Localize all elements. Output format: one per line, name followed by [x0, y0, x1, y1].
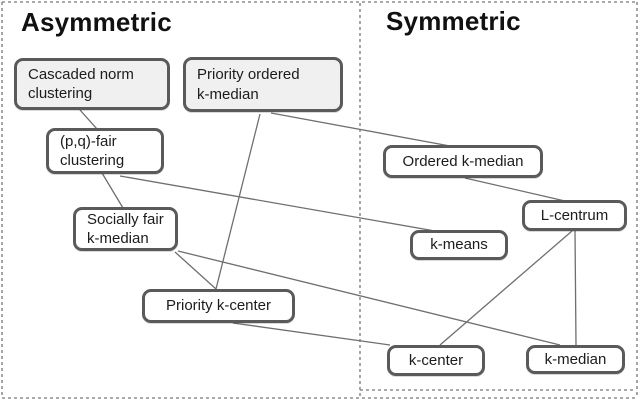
edge-ordered-k-median--l-centrum [464, 177, 566, 202]
edge-pq-fair-clustering--k-means [119, 175, 436, 232]
edge-l-centrum--k-median [574, 230, 577, 346]
section-title-symmetric: Symmetric [386, 6, 521, 36]
edge-priority-k-center--k-center [232, 322, 391, 346]
edge-l-centrum--k-center [439, 230, 573, 346]
node-k-center: k-center [387, 345, 485, 376]
node-priority-ordered-k-median: Priority ordered k-median [183, 57, 343, 112]
node-ordered-k-median: Ordered k-median [383, 145, 543, 178]
edge-priority-ordered-k-median--ordered-k-median [270, 112, 451, 147]
section-title-asymmetric: Asymmetric [21, 7, 172, 37]
node-socially-fair-k-median: Socially fair k-median [73, 207, 178, 251]
edge-pq-fair-clustering--socially-fair-k-median [101, 172, 124, 209]
node-l-centrum: L-centrum [522, 200, 627, 231]
node-cascaded-norm-clustering: Cascaded norm clustering [14, 58, 170, 110]
edge-socially-fair-k-median--k-median [177, 250, 561, 346]
node-priority-k-center: Priority k-center [142, 289, 295, 323]
node-k-median: k-median [526, 345, 625, 374]
edge-cascaded-norm-clustering--pq-fair-clustering [79, 109, 98, 130]
edge-socially-fair-k-median--priority-k-center [174, 251, 217, 290]
edge-priority-ordered-k-median--priority-k-center [215, 113, 261, 290]
node-k-means: k-means [410, 230, 508, 260]
node-pq-fair-clustering: (p,q)-fair clustering [46, 128, 164, 174]
